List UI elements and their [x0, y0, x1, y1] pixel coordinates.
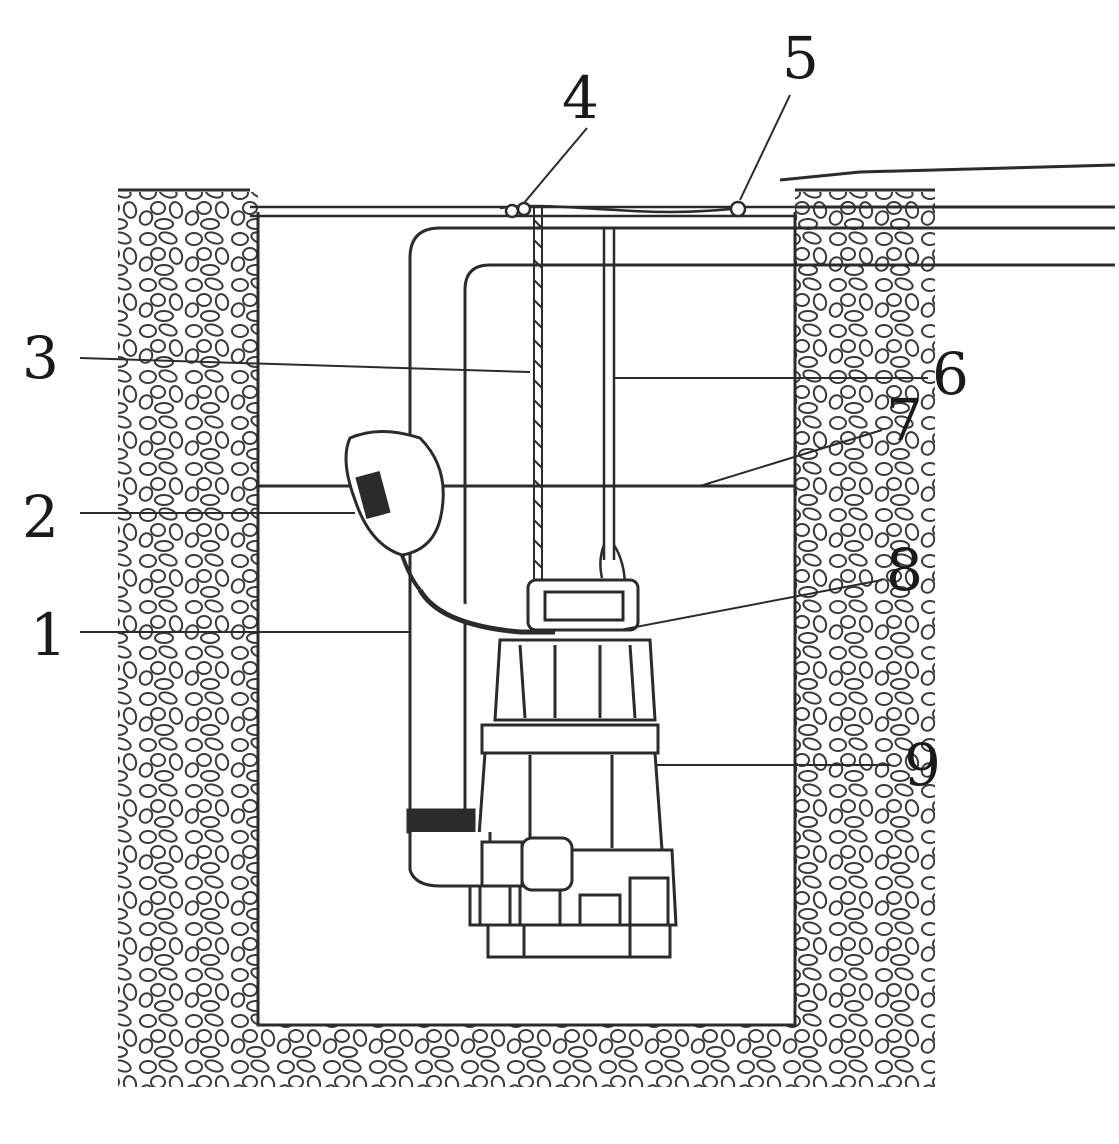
discharge-pipe: [408, 163, 1116, 820]
callout-1: 1: [30, 601, 67, 669]
float-switch-icon: [344, 430, 555, 635]
submersible-pump-icon: [406, 578, 678, 959]
callout-3: 3: [22, 324, 59, 392]
callout-7: 7: [886, 386, 923, 454]
callout-9: 9: [904, 731, 941, 799]
callout-6: 6: [932, 340, 969, 408]
callout-2: 2: [22, 483, 59, 551]
callout-8: 8: [886, 536, 923, 604]
cable-connector-icon: [729, 200, 747, 218]
callout-5: 5: [782, 24, 819, 92]
lifting-chain: [533, 208, 543, 585]
callout-4: 4: [562, 64, 599, 132]
gravel-wall: [118, 188, 935, 1087]
leader-lines: [79, 94, 928, 766]
tie-point-icon: [504, 201, 532, 219]
